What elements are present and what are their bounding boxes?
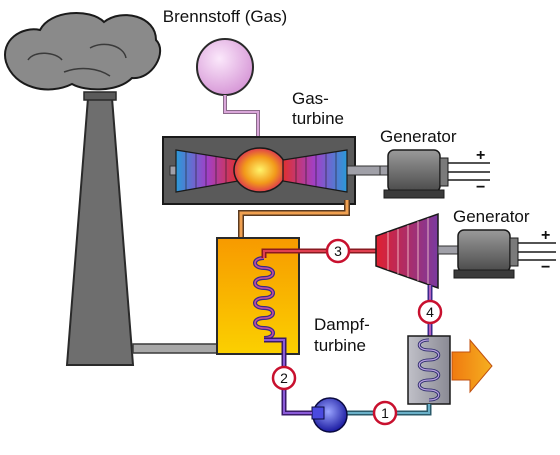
generator-top-label: Generator (380, 127, 457, 146)
steam-turbine-label-line2: turbine (314, 336, 366, 355)
steam-coil (253, 256, 275, 340)
marker-2: 2 (271, 365, 297, 391)
marker-2-label: 2 (280, 370, 288, 386)
steam-turbine-label-line1: Dampf- (314, 315, 370, 334)
exhaust-duct (238, 200, 350, 238)
generator-top (379, 149, 490, 199)
flue-gas-duct (132, 343, 218, 354)
generator-top-minus: − (476, 179, 485, 196)
generator-bottom-label: Generator (453, 207, 530, 226)
marker-1: 1 (372, 400, 398, 426)
marker-1-label: 1 (381, 405, 389, 421)
steam-turbine (375, 212, 461, 290)
gas-turbine (162, 136, 381, 205)
gas-turbine-label-line2: turbine (292, 109, 344, 128)
condenser (407, 335, 451, 405)
marker-3: 3 (325, 238, 351, 264)
heat-recovery-boiler (216, 237, 300, 355)
generator-bottom-plus: + (541, 227, 550, 244)
generator-bottom-minus: − (541, 259, 550, 276)
marker-3-label: 3 (334, 243, 342, 259)
feed-pump (311, 397, 348, 433)
heat-output-arrow (451, 338, 493, 394)
gas-turbine-label-line1: Gas- (292, 89, 329, 108)
chimney (65, 91, 135, 366)
generator-bottom (453, 229, 556, 279)
generator-top-plus: + (476, 147, 485, 164)
fuel-tank (196, 38, 260, 138)
smoke-cloud (4, 12, 162, 91)
fuel-label: Brennstoff (Gas) (163, 7, 287, 26)
marker-4-label: 4 (426, 304, 434, 320)
marker-4: 4 (417, 299, 443, 325)
